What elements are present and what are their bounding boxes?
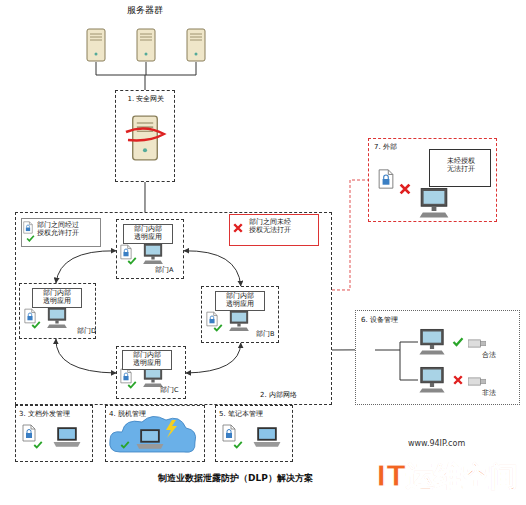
device-label: 非法 [482, 390, 496, 398]
node-label: 部门A [155, 267, 183, 275]
connector [145, 75, 146, 90]
watermark: www.94IP.com [408, 440, 465, 449]
node-label: 6. 设备管理 [361, 316, 441, 324]
node-label: 7. 外部 [374, 143, 424, 151]
connector [186, 343, 241, 373]
lock-document-icon [207, 312, 217, 326]
computer-icon [143, 244, 163, 264]
connector [184, 251, 241, 286]
cloud-shape [110, 416, 196, 452]
lock-document-icon [25, 309, 35, 323]
server-icon [187, 29, 205, 61]
node-label: 3. 文档外发管理 [19, 410, 91, 418]
connector [332, 349, 355, 350]
node-box: 部门之间未经 授权无法打开 [229, 214, 319, 246]
watermark: IT运维空间 [376, 462, 518, 493]
computer-icon [419, 329, 444, 354]
check-mark [128, 382, 136, 388]
node-label: 部门之间未经 授权无法打开 [249, 219, 315, 235]
node-box: 部门内部 透明应用部门C [116, 346, 186, 399]
node-label: 2. 内部网络 [260, 391, 330, 399]
node-box: 3. 文档外发管理 [15, 405, 93, 462]
node-box: 5. 笔记本管理 [215, 405, 293, 462]
laptop-icon [254, 427, 281, 447]
node-box: 2. 内部网络部门之间经过 授权允许打开部门之间未经 授权无法打开部门内部 透明… [15, 212, 332, 405]
connector [332, 180, 368, 290]
computer-icon [420, 189, 449, 218]
check-mark [121, 442, 129, 448]
node-box: 1. 安全网关 [115, 90, 175, 182]
node-label: 部门之间经过 授权允许打开 [37, 222, 99, 238]
server-icon [137, 29, 155, 61]
usb-device-icon [468, 378, 486, 385]
device-label: 合法 [482, 352, 496, 360]
node-box: 服务器群 [75, 5, 215, 75]
check-mark [454, 338, 463, 345]
node-box: 部门内部 透明应用部门D [19, 283, 96, 339]
check-mark [234, 442, 242, 448]
inner-label-box: 部门内部 透明应用 [122, 350, 172, 370]
lock-document-icon [121, 369, 131, 383]
node-label: 部门D [77, 328, 105, 336]
computer-icon [419, 367, 444, 392]
cross-mark [401, 185, 410, 194]
lock-document-icon [23, 425, 35, 441]
node-box: 部门之间经过 授权允许打开 [21, 218, 101, 247]
node-label: 5. 笔记本管理 [219, 410, 291, 418]
connector [144, 182, 145, 212]
laptop-icon [137, 429, 164, 449]
check-mark [34, 442, 42, 448]
check-mark [214, 325, 222, 331]
check-mark [27, 236, 34, 241]
node-box: 未经授权 无法打开 [429, 149, 491, 187]
connector [56, 339, 116, 373]
connector [56, 251, 116, 283]
lock-document-icon [379, 170, 393, 188]
laptop-icon [54, 427, 81, 447]
inner-label-box: 部门内部 透明应用 [215, 291, 265, 311]
node-box: 7. 外部未经授权 无法打开 [368, 138, 497, 222]
node-box: 部门内部 透明应用部门A [116, 219, 184, 279]
gateway-shield-swirl [126, 128, 164, 140]
cross-mark [234, 224, 242, 232]
node-label: 服务器群 [100, 5, 190, 16]
node-box: 部门内部 透明应用部门B [201, 286, 279, 343]
lock-document-icon [24, 222, 33, 233]
lock-document-icon [223, 425, 235, 441]
check-mark [32, 322, 40, 328]
node-label: 部门B [256, 331, 284, 339]
lightning-bolt [166, 420, 177, 438]
inner-label-box: 部门内部 透明应用 [123, 224, 173, 244]
lock-document-icon [121, 245, 131, 259]
computer-icon [229, 311, 249, 331]
server-wire [96, 62, 196, 75]
node-label: 1. 安全网关 [118, 95, 174, 103]
device-wire [375, 342, 418, 380]
computer-icon [143, 367, 163, 387]
usb-device-icon [468, 340, 486, 347]
cross-mark [454, 376, 462, 384]
check-mark [128, 258, 136, 264]
computer-icon [47, 308, 67, 328]
server-icon [87, 29, 105, 61]
inner-label-box: 部门内部 透明应用 [32, 288, 82, 308]
node-label: 部门C [160, 387, 188, 395]
node-label: 未经授权 无法打开 [434, 157, 488, 174]
node-label: 4. 脱机管理 [109, 410, 199, 418]
node-box: 4. 脱机管理 [105, 405, 205, 462]
caption: 制造业数据泄露防护（DLP）解决方案 [158, 474, 313, 484]
